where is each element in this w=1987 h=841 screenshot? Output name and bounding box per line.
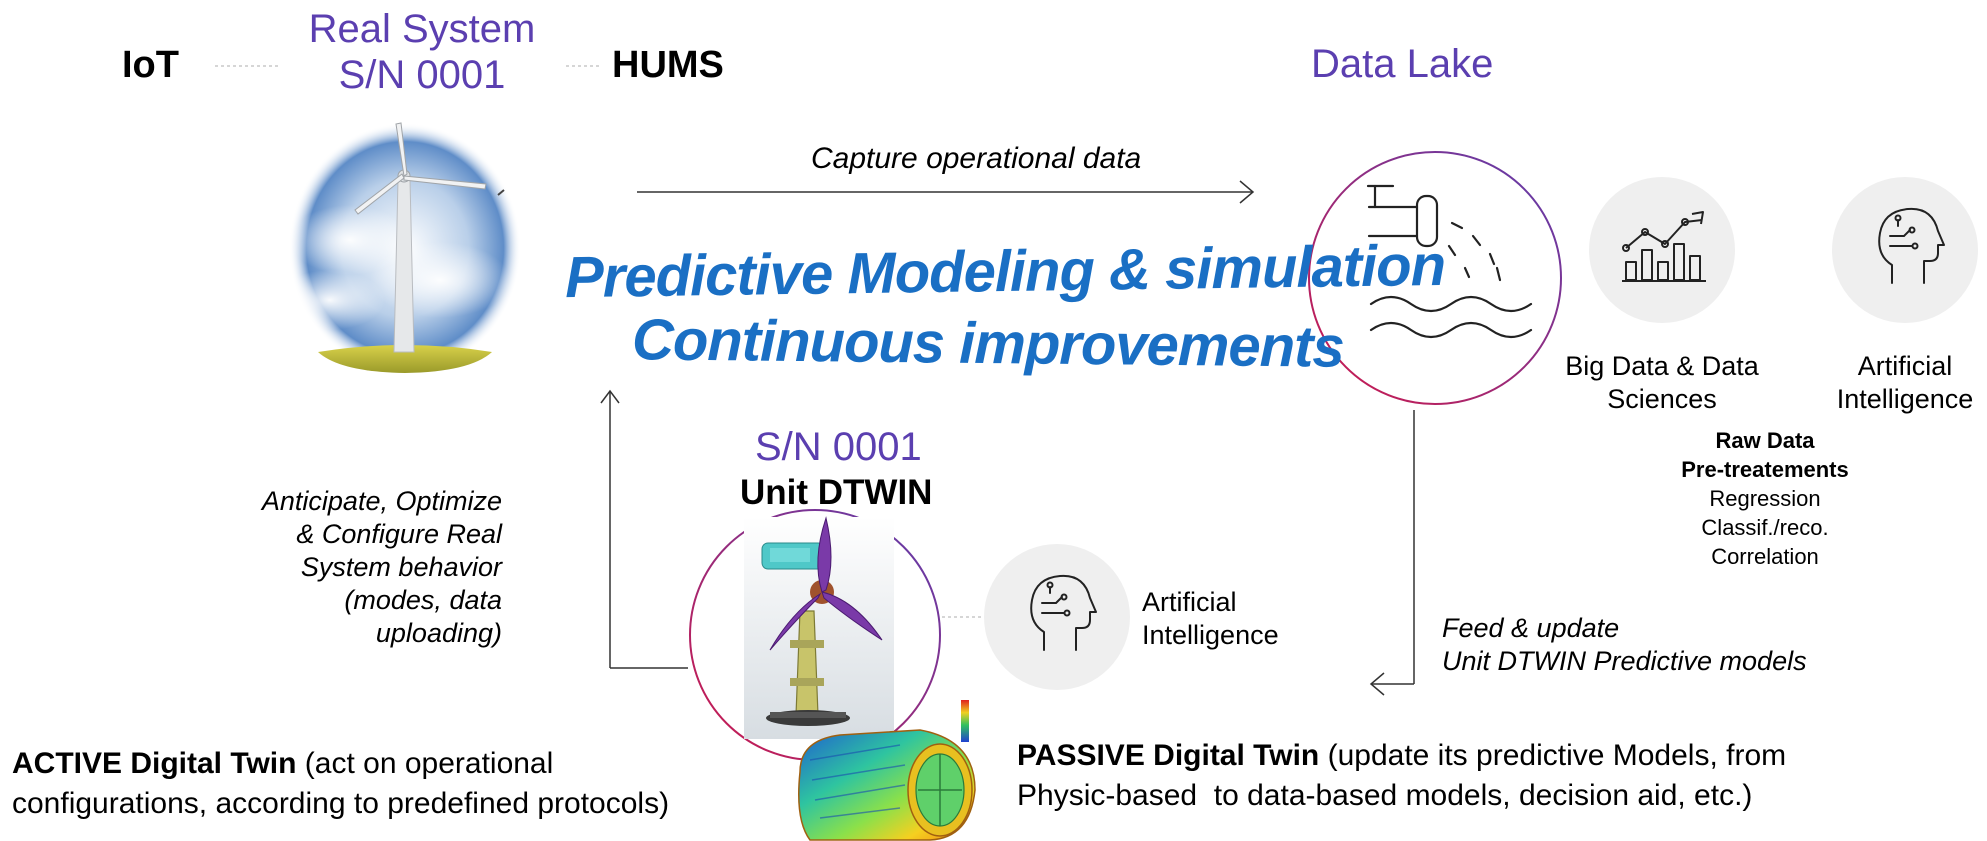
dtwin-cad-image [744,516,894,739]
feed-label-line2: Unit DTWIN Predictive models [1442,646,1807,676]
big-data-label: Big Data & Data Sciences [1556,350,1768,416]
data-lake-icon [1366,184,1533,339]
real-system-title: Real System S/N 0001 [262,6,582,98]
feed-label: Feed & update Unit DTWIN Predictive mode… [1442,612,1807,678]
big-data-label-line2: Sciences [1607,384,1717,414]
center-title-line1: Predictive Modeling & simulation [564,232,1446,311]
data-lake-title: Data Lake [1311,42,1494,86]
dtwin-label: Unit DTWIN [740,473,933,512]
feed-label-line1: Feed & update [1442,613,1620,643]
active-twin-description: ACTIVE Digital Twin (act on operational … [12,744,772,824]
data-processing-list: Raw Data Pre-treatements Regression Clas… [1620,426,1910,571]
hums-label: HUMS [612,44,724,86]
passive-twin-description: PASSIVE Digital Twin (update its predict… [1017,736,1947,816]
big-data-icon-bg [1589,177,1735,323]
active-twin-line1: (act on operational [296,747,554,780]
list-classif: Classif./reco. [1701,515,1829,540]
active-twin-line2: configurations, according to predefined … [12,787,670,820]
ai-bottom-label-line1: Artificial [1142,587,1237,617]
passive-twin-title: PASSIVE Digital Twin [1017,739,1320,772]
ai-top-icon-bg [1832,177,1978,323]
dtwin-sn: S/N 0001 [755,425,922,469]
list-correlation: Correlation [1711,544,1819,569]
passive-twin-line1: (update its predictive Models, from [1319,739,1787,772]
list-regression: Regression [1709,486,1821,511]
anticipate-line-4: (modes, data [344,585,502,615]
brain-head-icon-top [1878,207,1945,284]
anticipate-line-2: & Configure Real [296,519,502,549]
ai-top-label: Artificial Intelligence [1825,350,1985,416]
center-title-line2: Continuous improvements [631,307,1345,380]
anticipate-label: Anticipate, Optimize & Configure Real Sy… [220,485,502,650]
brain-head-icon-bottom [1030,574,1097,651]
chart-icon [1622,211,1706,282]
ai-top-label-line2: Intelligence [1836,384,1974,414]
real-system-photo [275,122,521,373]
anticipate-line-5: uploading) [375,618,502,648]
ai-bottom-label-line2: Intelligence [1142,620,1279,650]
list-raw-data: Raw Data [1715,428,1815,453]
capture-label: Capture operational data [811,142,1142,175]
list-pretreatments: Pre-treatements [1681,457,1849,482]
data-lake-circle [1308,151,1562,405]
simulation-mesh-image [798,700,976,841]
real-system-label: Real System [308,7,536,51]
iot-label: IoT [122,44,179,86]
active-twin-title: ACTIVE Digital Twin [12,747,297,780]
big-data-label-line1: Big Data & Data [1565,351,1759,381]
ai-bottom-label: Artificial Intelligence [1142,586,1279,652]
anticipate-line-1: Anticipate, Optimize [261,486,502,516]
real-system-sn: S/N 0001 [338,53,506,97]
anticipate-line-3: System behavior [300,552,502,582]
ai-top-label-line1: Artificial [1857,351,1953,381]
passive-twin-line2: Physic-based to data-based models, decis… [1017,779,1753,812]
ai-bottom-icon-bg [984,544,1130,690]
